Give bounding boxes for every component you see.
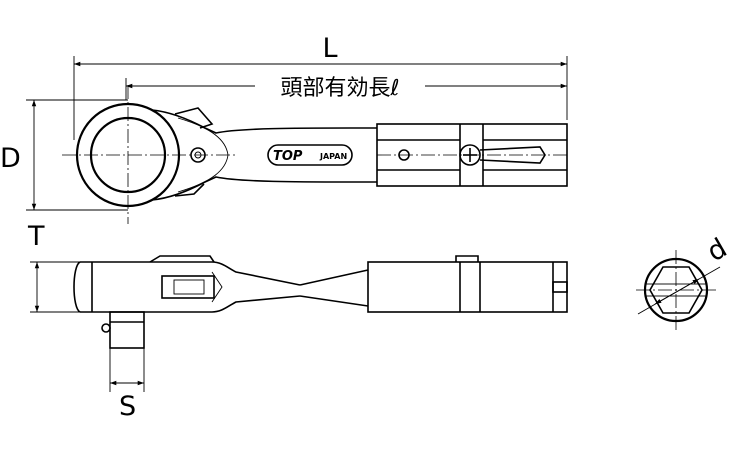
side-view: T S: [27, 221, 568, 422]
d-label: D: [0, 143, 21, 174]
pawl-side-top: [149, 255, 215, 263]
s-label: S: [119, 391, 136, 422]
detent-ball: [101, 323, 111, 333]
head-length-label: 頭部有効長ℓ: [280, 76, 399, 101]
brand-origin: JAPAN: [319, 152, 347, 161]
holder-side-body: [367, 261, 568, 313]
shaft-bottom: [299, 295, 369, 307]
pawl-lower: [174, 183, 205, 197]
top-view: L 頭部有効長ℓ D TOP JAPAN: [0, 33, 568, 224]
t-label: T: [27, 221, 45, 252]
handle-bottom-edge: [151, 176, 377, 201]
side-bottom-edge: [80, 295, 301, 313]
neck-contour: [177, 117, 229, 193]
switch-arrow: [211, 271, 223, 303]
shaft-top: [299, 269, 369, 286]
pivot-screw: [190, 147, 206, 163]
holder-side-slot: [552, 281, 568, 293]
square-drive: [109, 311, 145, 349]
end-view: d: [636, 233, 732, 330]
holder-side-screw: [455, 255, 479, 262]
side-top-edge: [80, 261, 301, 286]
head-side-cap: [73, 261, 81, 313]
pawl-upper: [174, 107, 214, 129]
handle-top-edge: [151, 109, 377, 134]
hex-d-label: d: [702, 233, 732, 268]
brand-badge: [267, 144, 353, 166]
l-label: L: [322, 33, 337, 64]
switch-lever: [161, 275, 215, 299]
pivot-screw-center: [194, 151, 202, 159]
switch-lever-inner: [173, 279, 205, 295]
d-dimension-line: [654, 278, 700, 305]
brand-logo: TOP: [273, 149, 303, 164]
